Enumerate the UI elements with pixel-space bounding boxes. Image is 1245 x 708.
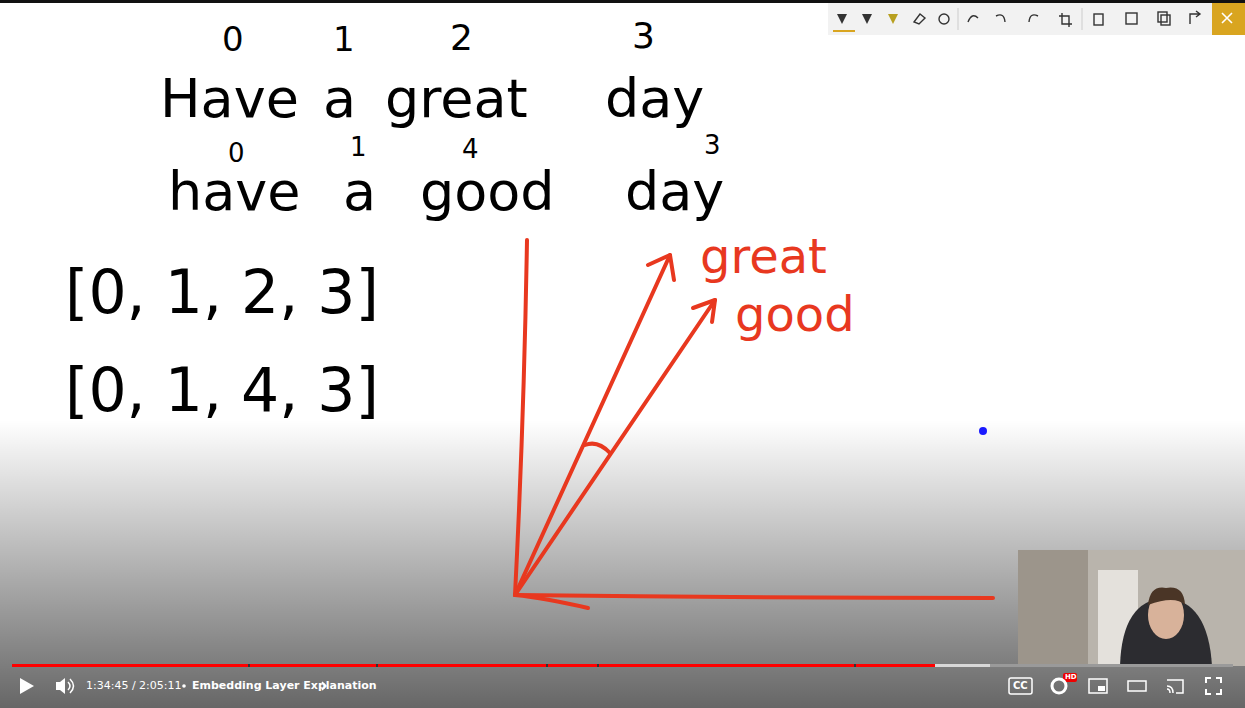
cursor-dot	[979, 427, 987, 435]
index-array: [0, 1, 4, 3]	[65, 360, 379, 420]
sentence-word: great	[385, 72, 528, 126]
progress-bar	[12, 664, 1233, 667]
word-index: 2	[450, 20, 473, 56]
sentence-word: day	[605, 72, 704, 126]
word-index: 3	[632, 18, 655, 54]
annotation-toolbar	[828, 3, 1245, 35]
player-shade	[0, 420, 1245, 708]
sentence-word: have	[168, 165, 301, 219]
vector-plot	[515, 240, 993, 608]
webcam-inset	[1018, 550, 1245, 666]
sentence-word: good	[420, 165, 555, 219]
sentence-word: a	[323, 72, 356, 126]
frame-edge	[0, 0, 1245, 3]
sentence-word: day	[625, 165, 724, 219]
word-index: 4	[462, 136, 479, 162]
quality-badge: HD	[1065, 674, 1077, 681]
word-index: 0	[228, 140, 245, 166]
index-array: [0, 1, 2, 3]	[65, 262, 379, 322]
word-index: 1	[350, 134, 367, 160]
word-index: 0	[222, 22, 244, 56]
sentence-word: Have	[160, 72, 299, 126]
chapter-title: Embedding Layer Explanation	[192, 680, 377, 691]
video-time: 1:34:45 / 2:05:11	[86, 680, 182, 691]
vector-label: great	[700, 232, 827, 280]
sentence-word: a	[343, 165, 376, 219]
vector-label: good	[735, 290, 855, 338]
word-index: 3	[704, 132, 721, 158]
word-index: 1	[333, 22, 355, 56]
captions-button: CC	[1013, 681, 1028, 691]
player-controls	[20, 673, 1221, 694]
